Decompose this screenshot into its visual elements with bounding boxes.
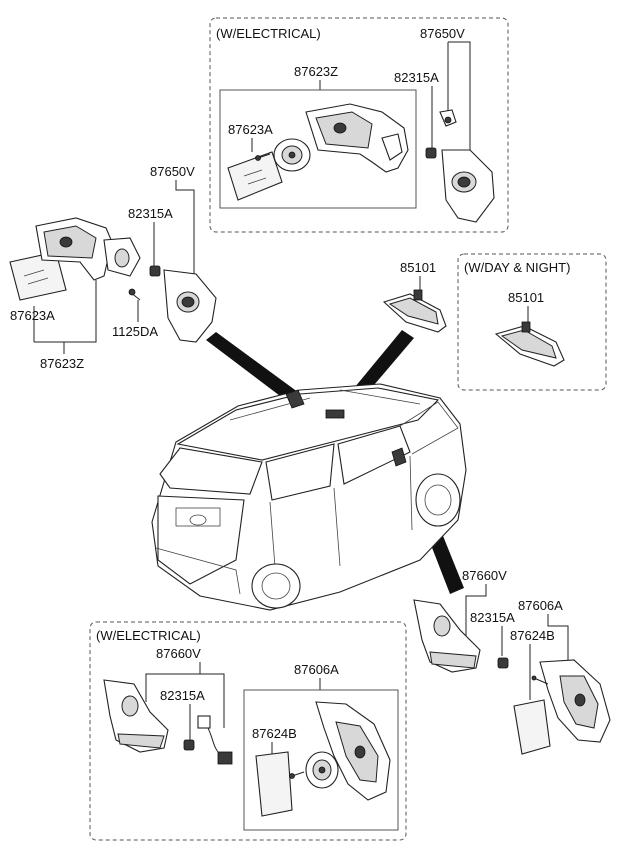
label-right-82315A: 82315A	[470, 610, 515, 625]
label-bot-87606A: 87606A	[294, 662, 339, 677]
label-dn-85101: 85101	[508, 290, 544, 305]
label-bot-87624B: 87624B	[252, 726, 297, 741]
label-left-87623Z: 87623Z	[40, 356, 84, 371]
top-assembly-box	[219, 89, 417, 209]
bottom-mirror-glass	[255, 751, 293, 817]
label-bot-87660V: 87660V	[156, 646, 201, 661]
label-top-87623A: 87623A	[228, 122, 273, 137]
bottom-assembly-box	[243, 689, 399, 831]
label-right-87660V: 87660V	[462, 568, 507, 583]
label-left-1125DA: 1125DA	[112, 324, 158, 339]
label-right-87624B: 87624B	[510, 628, 555, 643]
right-mirror-glass	[513, 699, 551, 755]
day-night-group-label: (W/DAY & NIGHT)	[464, 260, 570, 275]
top-mirror-glass	[227, 151, 283, 201]
label-top-82315A: 82315A	[394, 70, 439, 85]
label-left-87623A: 87623A	[10, 308, 55, 323]
bottom-electrical-group-label: (W/ELECTRICAL)	[96, 628, 201, 643]
bottom-electrical-group-box	[89, 621, 407, 841]
label-bot-82315A: 82315A	[160, 688, 205, 703]
pointer-left-mirror	[206, 332, 306, 408]
label-right-87606A: 87606A	[518, 598, 563, 613]
label-left-82315A: 82315A	[128, 206, 173, 221]
label-top-87623Z: 87623Z	[294, 64, 338, 79]
label-mirror-85101: 85101	[400, 260, 436, 275]
label-left-87650V: 87650V	[150, 164, 195, 179]
label-top-87650V: 87650V	[420, 26, 465, 41]
top-electrical-group-box	[209, 17, 509, 233]
day-night-group-box	[457, 253, 607, 391]
top-electrical-group-label: (W/ELECTRICAL)	[216, 26, 321, 41]
car-illustration	[151, 383, 467, 611]
